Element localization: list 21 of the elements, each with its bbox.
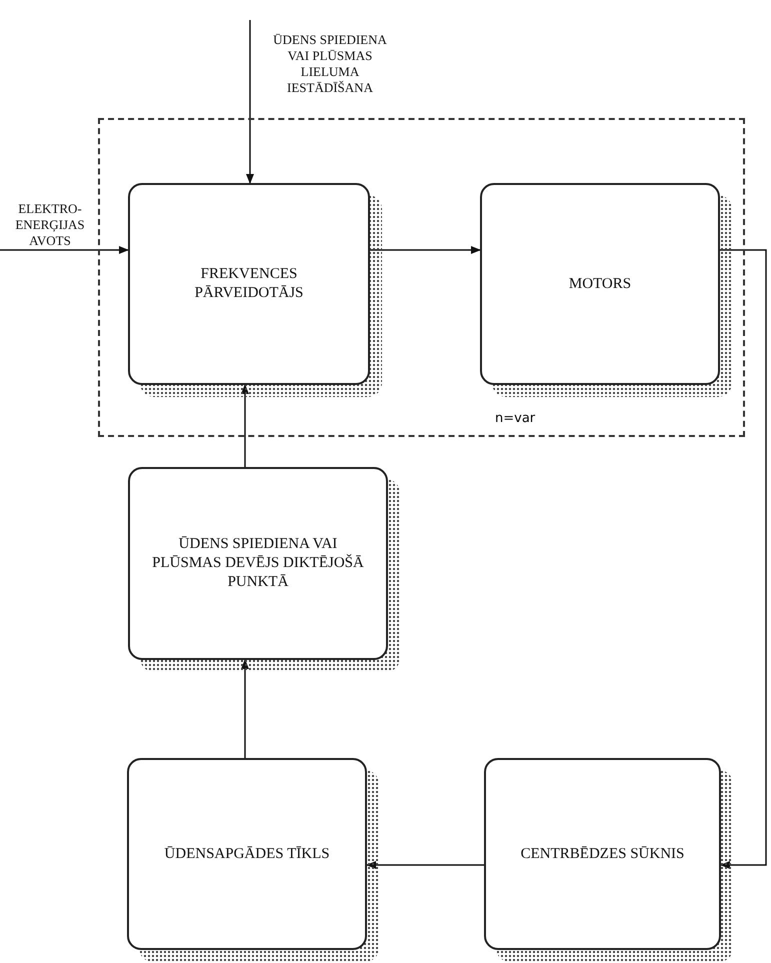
process-box	[128, 467, 388, 660]
node-text: ELEKTRO- ENERĢIJAS AVOTS	[14, 200, 86, 250]
arrow	[720, 249, 767, 869]
node-text: FREKVENCES PĀRVEIDOTĀJS	[194, 265, 304, 303]
arrow	[241, 384, 249, 467]
node-text: ŪDENS SPIEDIENA VAI PLŪSMAS LIELUMA IESTĀDĪŠANA	[272, 32, 388, 96]
node-note: n=var	[495, 410, 536, 428]
node-text: CENTRBĒDZES SŪKNIS	[520, 844, 684, 864]
arrow	[370, 246, 481, 254]
arrow	[246, 20, 254, 184]
node-text: ŪDENSAPGĀDES TĪKLS	[164, 844, 330, 864]
dashed-group-frame	[98, 118, 745, 437]
arrow	[366, 861, 484, 869]
arrow	[0, 246, 129, 254]
arrow	[241, 659, 249, 758]
node-text: ŪDENS SPIEDIENA VAI PLŪSMAS DEVĒJS DIKTĒJOŠĀ PUNKTĀ	[151, 535, 365, 592]
process-box	[484, 758, 721, 950]
process-box	[127, 758, 367, 950]
process-box	[128, 183, 370, 385]
process-box	[480, 183, 720, 385]
node-text: MOTORS	[568, 274, 632, 294]
